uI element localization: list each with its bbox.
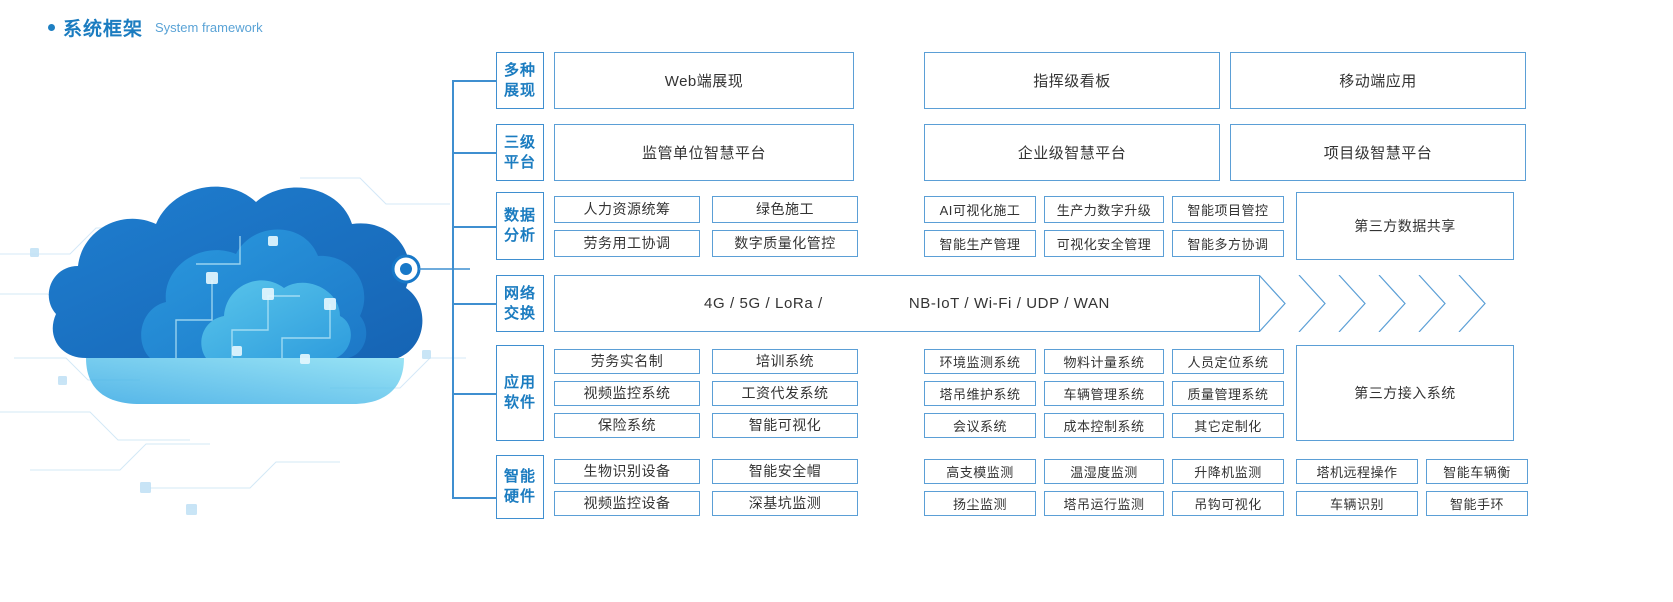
- network-chevrons: [1259, 275, 1521, 332]
- bullet-dot-icon: [48, 24, 55, 31]
- cell-vehicle-recognition[interactable]: 车辆识别: [1296, 490, 1418, 516]
- cell-labor-realname[interactable]: 劳务实名制: [554, 348, 700, 374]
- cell-cost-control-system[interactable]: 成本控制系统: [1044, 412, 1164, 438]
- page-title-cn: 系统框架: [63, 19, 144, 40]
- page-title: 系统框架 System framework: [48, 14, 263, 41]
- circuit-node-icon: [391, 254, 421, 284]
- cell-vehicle-management-system[interactable]: 车辆管理系统: [1044, 380, 1164, 406]
- cell-smart-helmet[interactable]: 智能安全帽: [712, 458, 858, 484]
- diagram-trunk: [452, 80, 454, 498]
- row-smart-hardware: 智能 硬件 生物识别设备 智能安全帽 视频监控设备 深基坑监测 高支模监测 温湿…: [452, 455, 1528, 519]
- network-text-left: 4G / 5G / LoRa /: [704, 295, 823, 312]
- cell-meeting-system[interactable]: 会议系统: [924, 412, 1036, 438]
- cell-project-platform[interactable]: 项目级智慧平台: [1230, 124, 1526, 181]
- cell-dust-monitor[interactable]: 扬尘监测: [924, 490, 1036, 516]
- cell-mobile-app[interactable]: 移动端应用: [1230, 52, 1526, 109]
- group-data-left: 人力资源统筹 绿色施工 劳务用工协调 数字质量化管控: [554, 192, 858, 260]
- cell-ai-visual-construction[interactable]: AI可视化施工: [924, 195, 1036, 223]
- cloud-computing-illustration: [0, 58, 470, 538]
- cell-labor-coordination[interactable]: 劳务用工协调: [554, 229, 700, 257]
- cell-web-presentation[interactable]: Web端展现: [554, 52, 854, 109]
- cell-smart-production-mgmt[interactable]: 智能生产管理: [924, 229, 1036, 257]
- row-presentation: 多种 展现 Web端展现 指挥级看板 移动端应用: [452, 52, 1526, 109]
- row-data-analysis: 数据 分析 人力资源统筹 绿色施工 劳务用工协调 数字质量化管控 AI可视化施工…: [452, 192, 1514, 260]
- cell-other-customization[interactable]: 其它定制化: [1172, 412, 1284, 438]
- row-label-presentation: 多种 展现: [496, 52, 544, 109]
- row-label-network: 网络 交换: [496, 275, 544, 332]
- cell-supervisor-platform[interactable]: 监管单位智慧平台: [554, 124, 854, 181]
- cell-productivity-upgrade[interactable]: 生产力数字升级: [1044, 195, 1164, 223]
- row-label-smart-hardware: 智能 硬件: [496, 455, 544, 519]
- row-label-data-analysis: 数据 分析: [496, 192, 544, 260]
- cell-digital-quality-control[interactable]: 数字质量化管控: [712, 229, 858, 257]
- cell-command-dashboard[interactable]: 指挥级看板: [924, 52, 1220, 109]
- row-app-software: 应用 软件 劳务实名制 培训系统 视频监控系统 工资代发系统 保险系统 智能可视…: [452, 345, 1514, 441]
- cell-smart-weighbridge[interactable]: 智能车辆衡: [1426, 458, 1528, 484]
- row-label-app-software: 应用 软件: [496, 345, 544, 441]
- cell-hoist-monitor[interactable]: 升降机监测: [1172, 458, 1284, 484]
- stub-platform: [452, 152, 496, 154]
- cell-smart-wristband[interactable]: 智能手环: [1426, 490, 1528, 516]
- cell-crane-maintenance-system[interactable]: 塔吊维护系统: [924, 380, 1036, 406]
- cell-hr-planning[interactable]: 人力资源统筹: [554, 195, 700, 223]
- cell-crane-operation-monitor[interactable]: 塔吊运行监测: [1044, 490, 1164, 516]
- cell-environment-monitor-system[interactable]: 环境监测系统: [924, 348, 1036, 374]
- row-network: 网络 交换 4G / 5G / LoRa / NB-IoT / Wi-Fi / …: [452, 275, 1521, 332]
- cell-smart-multiparty[interactable]: 智能多方协调: [1172, 229, 1284, 257]
- group-hw-left: 生物识别设备 智能安全帽 视频监控设备 深基坑监测: [554, 455, 858, 519]
- row-label-platform: 三级 平台: [496, 124, 544, 181]
- stub-smart-hardware: [452, 497, 496, 499]
- cell-tower-remote-operation[interactable]: 塔机远程操作: [1296, 458, 1418, 484]
- group-hw-mid: 高支模监测 温湿度监测 升降机监测 扬尘监测 塔吊运行监测 吊钩可视化: [924, 455, 1284, 519]
- row-platform: 三级 平台 监管单位智慧平台 企业级智慧平台 项目级智慧平台: [452, 124, 1526, 181]
- cell-deep-foundation-monitor[interactable]: 深基坑监测: [712, 490, 858, 516]
- cell-smart-visualization[interactable]: 智能可视化: [712, 412, 858, 438]
- stub-data-analysis: [452, 226, 496, 228]
- network-band: 4G / 5G / LoRa / NB-IoT / Wi-Fi / UDP / …: [554, 275, 1260, 332]
- cell-training-system[interactable]: 培训系统: [712, 348, 858, 374]
- group-data-mid: AI可视化施工 生产力数字升级 智能项目管控 智能生产管理 可视化安全管理 智能…: [924, 192, 1284, 260]
- page-title-en: System framework: [155, 20, 263, 35]
- group-hw-right: 塔机远程操作 智能车辆衡 车辆识别 智能手环: [1296, 455, 1528, 519]
- cell-visual-safety-mgmt[interactable]: 可视化安全管理: [1044, 229, 1164, 257]
- cell-video-surveillance-device[interactable]: 视频监控设备: [554, 490, 700, 516]
- cell-green-construction[interactable]: 绿色施工: [712, 195, 858, 223]
- system-framework-diagram: 多种 展现 Web端展现 指挥级看板 移动端应用 三级 平台 监管单位智慧平台 …: [452, 48, 1662, 519]
- cell-biometric-device[interactable]: 生物识别设备: [554, 458, 700, 484]
- cell-temp-humidity-monitor[interactable]: 温湿度监测: [1044, 458, 1164, 484]
- cell-quality-management-system[interactable]: 质量管理系统: [1172, 380, 1284, 406]
- cell-enterprise-platform[interactable]: 企业级智慧平台: [924, 124, 1220, 181]
- cell-thirdparty-data-share[interactable]: 第三方数据共享: [1296, 192, 1514, 260]
- cell-high-formwork-monitor[interactable]: 高支模监测: [924, 458, 1036, 484]
- stub-app-software: [452, 393, 496, 395]
- cell-thirdparty-access-system[interactable]: 第三方接入系统: [1296, 345, 1514, 441]
- cell-material-metering-system[interactable]: 物料计量系统: [1044, 348, 1164, 374]
- cell-smart-project-control[interactable]: 智能项目管控: [1172, 195, 1284, 223]
- cell-video-surveillance-system[interactable]: 视频监控系统: [554, 380, 700, 406]
- cell-insurance-system[interactable]: 保险系统: [554, 412, 700, 438]
- stub-presentation: [452, 80, 496, 82]
- network-text-right: NB-IoT / Wi-Fi / UDP / WAN: [908, 295, 1110, 312]
- cell-hook-visualization[interactable]: 吊钩可视化: [1172, 490, 1284, 516]
- group-app-left: 劳务实名制 培训系统 视频监控系统 工资代发系统 保险系统 智能可视化: [554, 345, 858, 441]
- group-app-mid: 环境监测系统 物料计量系统 人员定位系统 塔吊维护系统 车辆管理系统 质量管理系…: [924, 345, 1284, 441]
- cell-personnel-positioning-system[interactable]: 人员定位系统: [1172, 348, 1284, 374]
- cell-payroll-system[interactable]: 工资代发系统: [712, 380, 858, 406]
- stub-network: [452, 303, 496, 305]
